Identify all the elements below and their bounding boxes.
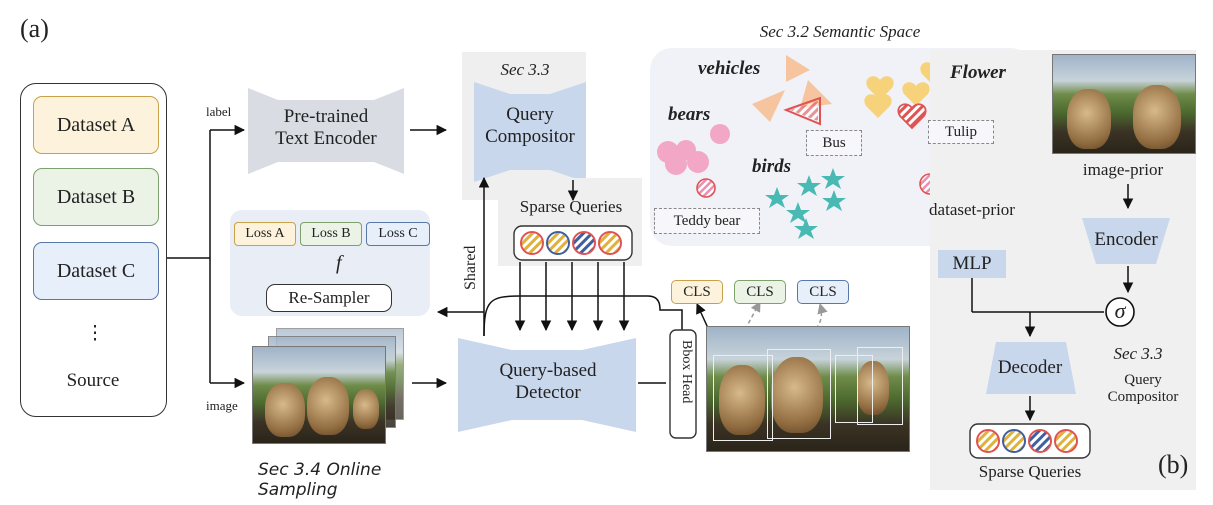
- ellipsis: ⋮: [85, 323, 105, 344]
- cls-box-2: CLS: [734, 280, 786, 304]
- semantic-space-title: Sec 3.2 Semantic Space: [759, 22, 921, 41]
- dataset-a-box: Dataset A: [33, 96, 159, 154]
- image-prior-photo: [1052, 54, 1196, 154]
- birds-label: birds: [752, 156, 792, 177]
- mlp-box: MLP: [938, 250, 1006, 278]
- label-edge-text: label: [206, 104, 232, 119]
- sigma-gate: σ: [1114, 298, 1126, 323]
- f-function-label: f: [336, 252, 342, 274]
- panel-b-qc-label: Query Compositor: [1107, 372, 1179, 406]
- encoder-label: Encoder: [1094, 229, 1158, 250]
- source-label: Source: [66, 370, 120, 391]
- sparse-queries-label: Sparse Queries: [519, 197, 623, 216]
- panel-b-sparse-queries-label: Sparse Queries: [978, 462, 1082, 481]
- text-encoder-label: Pre-trained Text Encoder: [275, 106, 377, 149]
- flower-label: Flower: [950, 62, 1006, 83]
- vehicles-label: vehicles: [698, 58, 761, 79]
- panel-b-sec-label: Sec 3.3: [1113, 344, 1163, 363]
- cls-box-3: CLS: [797, 280, 849, 304]
- input-image: [252, 346, 386, 444]
- loss-a-box: Loss A: [234, 222, 296, 246]
- dataset-c-box: Dataset C: [33, 242, 159, 300]
- cls-box-1: CLS: [671, 280, 723, 304]
- panel-b-label: (b): [1158, 450, 1189, 479]
- decoder-label: Decoder: [997, 357, 1063, 378]
- teddy-bear-tag: Teddy bear: [654, 208, 760, 234]
- loss-b-box: Loss B: [300, 222, 362, 246]
- image-prior-label: image-prior: [1082, 160, 1164, 179]
- query-compositor-label: Query Compositor: [485, 104, 575, 147]
- bbox-head-label: Bbox Head: [679, 340, 694, 404]
- detection-output-image: [706, 326, 910, 452]
- detector-label: Query-based Detector: [499, 360, 597, 403]
- online-sampling-label: Sec 3.4 Online Sampling: [258, 460, 382, 500]
- resampler-box: Re-Sampler: [266, 284, 392, 312]
- shared-label: Shared: [462, 245, 479, 290]
- loss-c-box: Loss C: [366, 222, 430, 246]
- bus-tag: Bus: [806, 130, 862, 156]
- image-edge-text: image: [206, 398, 238, 413]
- tulip-tag: Tulip: [928, 120, 994, 144]
- bears-label: bears: [668, 104, 711, 125]
- sec33-title: Sec 3.3: [500, 60, 550, 79]
- dataset-b-box: Dataset B: [33, 168, 159, 226]
- panel-a-label: (a): [20, 14, 49, 43]
- dataset-prior-label: dataset-prior: [929, 200, 1015, 219]
